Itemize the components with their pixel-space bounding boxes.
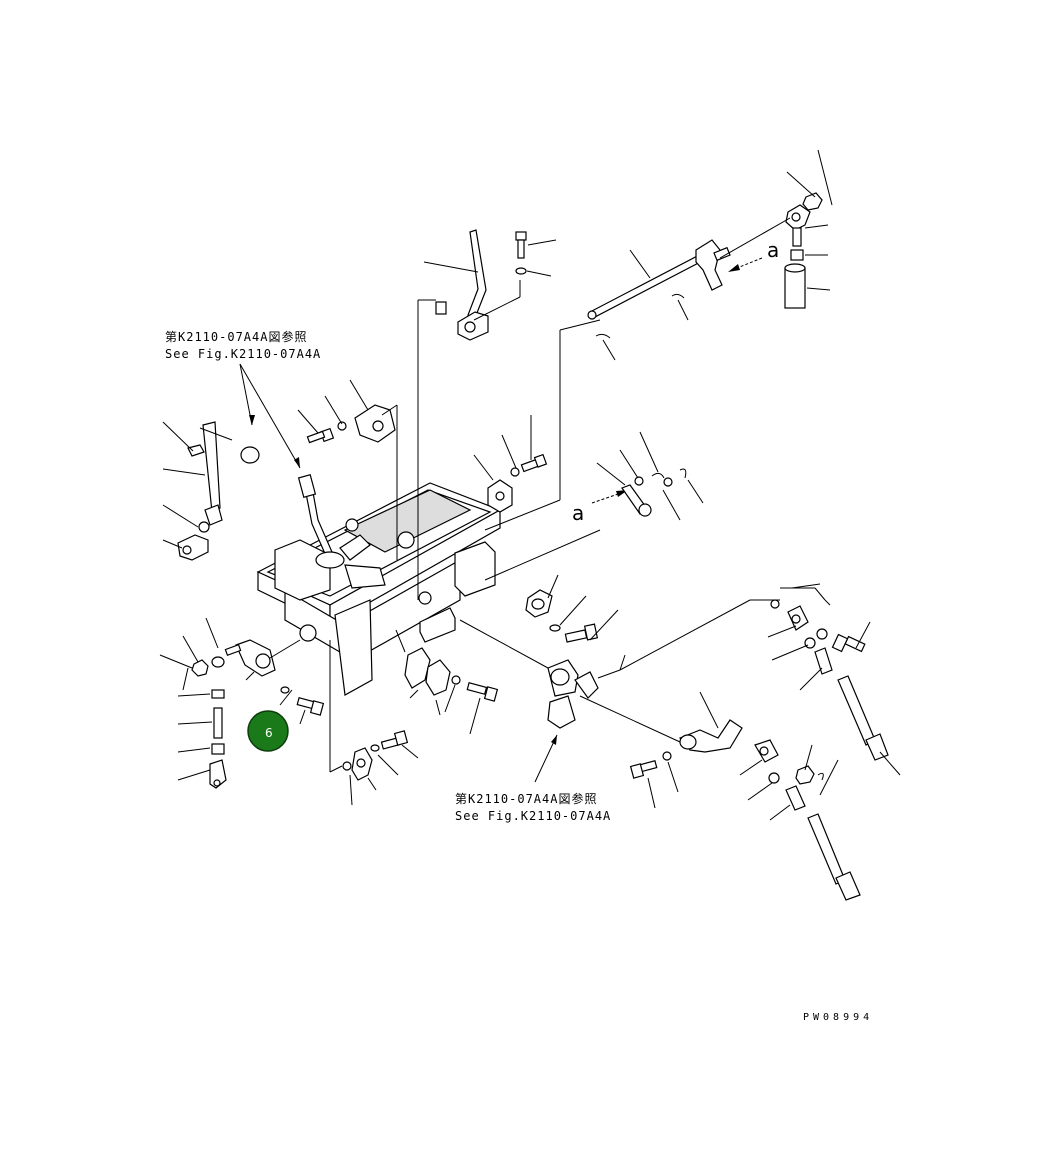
pin-group [596, 431, 704, 521]
rod-end-top-right [719, 149, 833, 309]
cross-shaft [484, 239, 731, 531]
bearing-left [205, 617, 325, 725]
shift-lever [297, 474, 386, 589]
callout-badge[interactable]: 6 [247, 710, 289, 752]
knob-center [525, 574, 619, 643]
lever-lower-right [629, 691, 743, 809]
bracket-center [473, 415, 548, 513]
linkage-left [162, 421, 260, 561]
control-housing [256, 482, 502, 696]
view-marker-label-upper: a [767, 238, 779, 262]
reference-note-upper-jp: 第K2110-07A4A図参照 [165, 329, 307, 344]
rod-end-bottom [329, 640, 419, 806]
view-marker-upper: a [728, 238, 779, 272]
reference-note-lower: 第K2110-07A4A図参照 See Fig.K2110-07A4A [455, 734, 611, 823]
reference-note-upper: 第K2110-07A4A図参照 See Fig.K2110-07A4A [165, 329, 321, 469]
bracket-upper [349, 379, 398, 560]
lever-rod-top [423, 229, 521, 341]
drawing-code: PW08994 [803, 1012, 873, 1023]
reference-note-lower-en: See Fig.K2110-07A4A [455, 809, 611, 823]
callout-number: 6 [265, 726, 273, 740]
rod-middle [459, 599, 780, 743]
cable-end-lower [739, 739, 861, 901]
bolt-top [515, 231, 557, 277]
cable-end-upper [767, 583, 901, 776]
clip-center-bottom [395, 629, 499, 735]
reference-note-lower-jp: 第K2110-07A4A図参照 [455, 791, 597, 806]
view-marker-label-lower: a [572, 501, 584, 525]
callout-circle [247, 710, 289, 752]
view-marker-lower: a [572, 490, 628, 525]
stud-stack-left [159, 635, 227, 789]
reference-note-upper-en: See Fig.K2110-07A4A [165, 347, 321, 361]
bolt-left-center [297, 395, 347, 444]
